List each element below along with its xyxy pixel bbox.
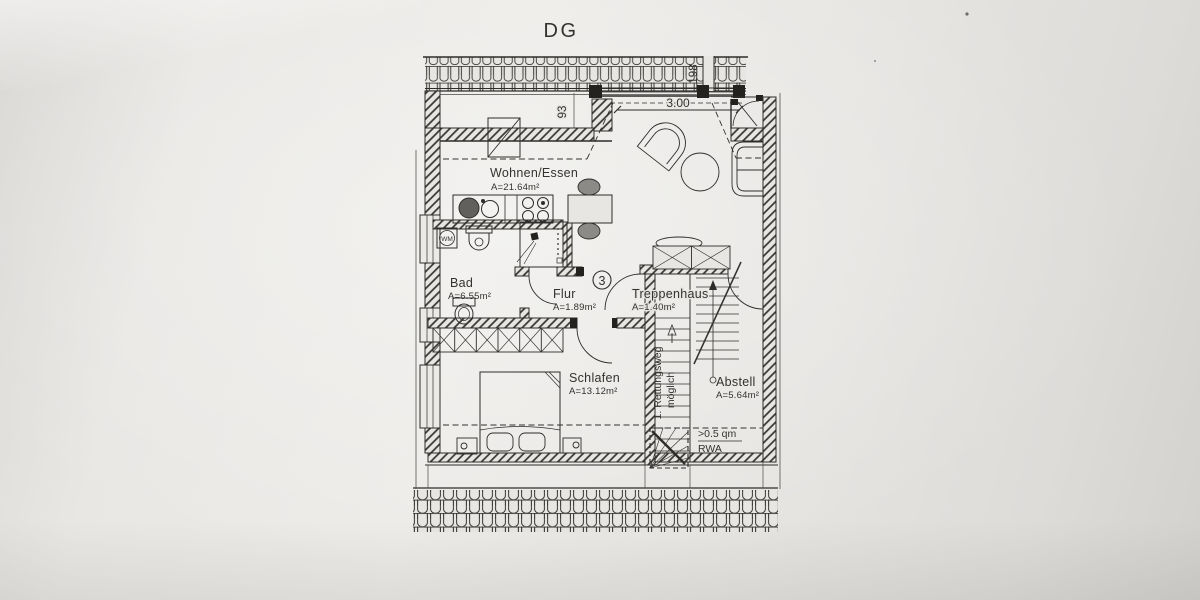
shower	[516, 221, 568, 268]
armchair	[636, 122, 686, 172]
photo-dust-specks	[874, 12, 969, 62]
kitchen-sink	[458, 197, 499, 219]
dormer-cheek-wall	[424, 90, 613, 132]
room-area-schlafen: A=13.12m²	[569, 386, 618, 397]
roof-tile-band-top	[423, 56, 748, 95]
nightstands	[456, 437, 582, 455]
room-area-bad: A=6.55m²	[448, 291, 491, 302]
rwa-size-label: >0.5 qm	[698, 428, 736, 440]
dimension-dormer-width: 3.00	[666, 96, 690, 110]
room-area-wohnen: A=21.64m²	[491, 182, 540, 193]
sideboard	[652, 236, 731, 270]
stove	[522, 197, 549, 222]
kitchen-counter	[452, 194, 554, 224]
roof-window-symbol	[487, 117, 521, 158]
wardrobe	[432, 327, 564, 353]
wm-label: WM	[441, 236, 453, 243]
room-label-bad: Bad A=6.55m²	[448, 276, 491, 302]
room-area-treppenhaus: A=1.40m²	[632, 302, 675, 313]
dimension-roof-window: 198	[688, 64, 700, 83]
sofa	[731, 141, 763, 197]
unit-number-badge: 3	[592, 270, 612, 290]
room-label-schlafen: Schlafen A=13.12m²	[569, 371, 620, 397]
bad-door	[528, 275, 558, 305]
room-label-treppenhaus: Treppenhaus A=1.40m²	[631, 286, 710, 315]
room-name-bad: Bad	[450, 276, 473, 290]
outer-walls	[415, 93, 781, 489]
room-name-wohnen: Wohnen/Essen	[490, 166, 578, 180]
floor-title: DG	[544, 20, 579, 42]
room-label-wohnen: Wohnen/Essen A=21.64m²	[490, 166, 578, 193]
room-area-flur: A=1.89m²	[553, 302, 596, 313]
washbasin	[465, 225, 493, 251]
room-label-flur: Flur A=1.89m²	[553, 287, 596, 313]
kneewall-dashed-lines	[443, 102, 763, 429]
staircase	[655, 261, 742, 462]
room-area-abstell: A=5.64m²	[716, 390, 759, 401]
abstell-door	[727, 273, 764, 310]
room-name-abstell: Abstell	[716, 375, 756, 389]
toilet	[452, 297, 476, 325]
dormer-window-front	[589, 85, 745, 104]
rwa-annotation: >0.5 qm RWA	[698, 428, 742, 455]
roof-tile-band-bottom	[413, 487, 778, 532]
round-table	[680, 152, 720, 192]
room-name-treppenhaus: Treppenhaus	[632, 287, 709, 301]
escape-route-label-1: 1. Rettungsweg	[652, 346, 664, 419]
interior-walls	[427, 219, 729, 466]
washing-machine	[436, 227, 458, 249]
door-arcs	[528, 273, 764, 364]
room-name-flur: Flur	[553, 287, 576, 301]
dimension-window-width: 93	[557, 106, 569, 119]
schlafen-door	[576, 327, 613, 364]
bed	[479, 371, 561, 454]
escape-route-arrow	[667, 323, 677, 343]
room-name-schlafen: Schlafen	[569, 371, 620, 385]
rwa-opening	[649, 427, 689, 469]
dining-table	[567, 178, 613, 240]
escape-route-label-2: möglich	[665, 372, 677, 408]
unit-number: 3	[599, 274, 606, 288]
flur-entry-door	[604, 273, 642, 311]
room-label-abstell: Abstell A=5.64m²	[716, 375, 759, 401]
rwa-label: RWA	[698, 443, 722, 455]
